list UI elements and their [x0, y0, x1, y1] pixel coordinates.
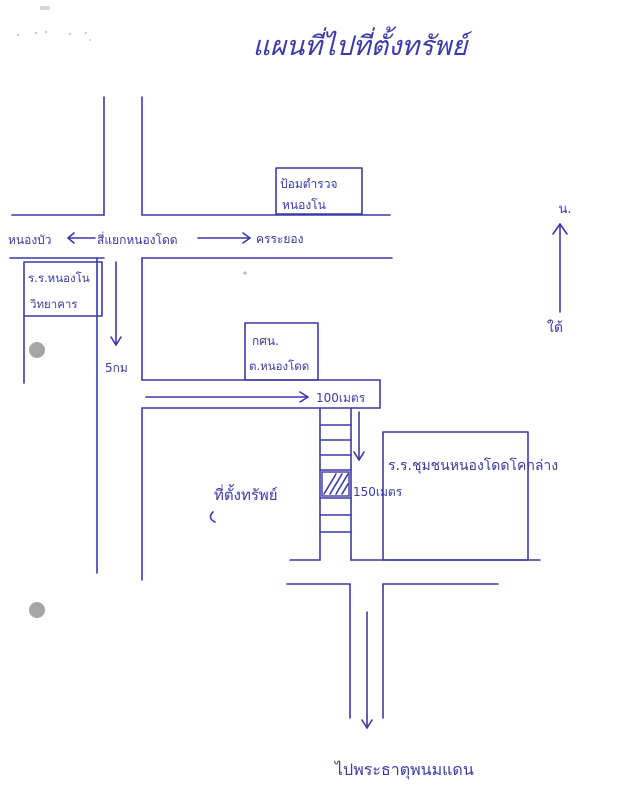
school-left-building [23, 261, 103, 317]
property-marker [321, 471, 350, 497]
arrow-100m [145, 391, 309, 403]
distance-5km: 5กม [105, 361, 128, 375]
road-label: สี่แยกหนองโดด [97, 231, 178, 247]
punch-hole-icon [29, 602, 45, 618]
east-label: ครระยอง [256, 232, 303, 246]
road-arrows [67, 232, 251, 244]
bottom-road [286, 559, 541, 729]
west-label: หนองบัว [8, 233, 52, 247]
office-sublabel: ต.หนองโดด [249, 359, 309, 373]
main-road [9, 214, 393, 259]
side-lane [319, 379, 381, 561]
property-label: ที่ตั้งทรัพย์ [214, 484, 278, 504]
small-mark [209, 511, 216, 523]
distance-150m: 150เมตร [353, 485, 403, 499]
north-road [103, 96, 143, 216]
school-left-sublabel: วิทยาคาร [29, 297, 77, 311]
scribble-marks [16, 6, 91, 41]
school-left-label: ร.ร.หนองโน [28, 271, 90, 285]
north-arrow-icon [552, 223, 568, 313]
police-box-sublabel: หนองโน [282, 198, 326, 212]
bottom-label: ไปพระธาตุพนมแดน [333, 760, 474, 780]
office-building [244, 322, 319, 381]
school-right-building [382, 431, 529, 561]
south-label: ใต้ [547, 319, 563, 336]
police-box-label: ป้อมตำรวจ [280, 177, 337, 191]
punch-hole-icon [29, 342, 45, 358]
police-box-building [275, 167, 363, 215]
distance-100m: 100เมตร [316, 391, 366, 405]
map-title: แผนที่ไปที่ตั้งทรัพย์ [253, 26, 474, 62]
office-label: กศน. [252, 334, 279, 348]
school-right-label: ร.ร.ชุมชนหนองโดดโคกล่าง [388, 457, 558, 474]
north-label: น. [558, 202, 571, 217]
